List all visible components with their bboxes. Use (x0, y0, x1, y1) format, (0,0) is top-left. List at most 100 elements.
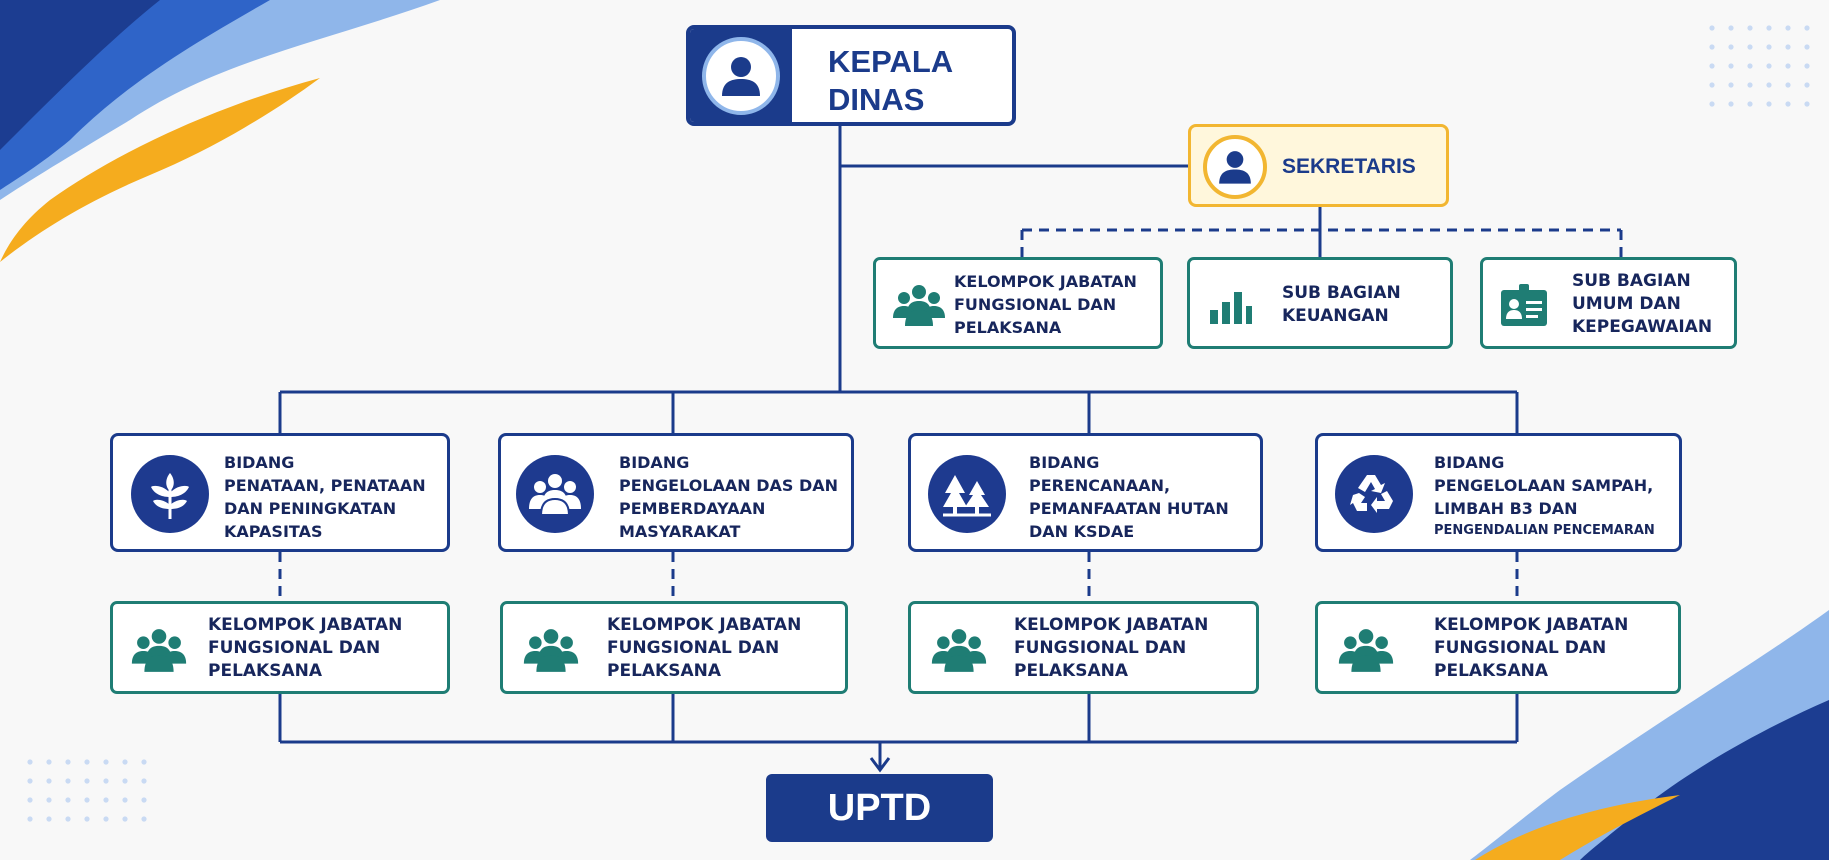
sekretaris-title: SEKRETARIS (1282, 155, 1416, 178)
decor-dot (1709, 63, 1715, 69)
bar-chart-icon (1208, 284, 1254, 326)
decor-dot (1785, 25, 1791, 31)
bidang-box-penataan[interactable]: BIDANG PENATAAN, PENATAAN DAN PENINGKATA… (110, 433, 450, 552)
kelompok-label: KELOMPOK JABATAN FUNGSIONAL DAN PELAKSAN… (1434, 615, 1629, 681)
kelompok-box-3[interactable]: KELOMPOK JABATAN FUNGSIONAL DAN PELAKSAN… (908, 601, 1259, 694)
unit-box-kelompok[interactable]: KELOMPOK JABATAN FUNGSIONAL DAN PELAKSAN… (873, 257, 1163, 349)
unit-label: SUB BAGIAN UMUM DAN KEPEGAWAIAN (1572, 271, 1713, 337)
decor-dot (1728, 63, 1734, 69)
dot-grid-decor-top-right (1709, 25, 1810, 107)
decor-dot (1709, 25, 1715, 31)
decor-dot (1766, 25, 1772, 31)
person-glyph (722, 56, 760, 96)
decor-dot (103, 759, 109, 765)
head-title: KEPALA DINAS (828, 44, 952, 117)
bidang-subtitle-small: PENGENDALIAN PENCEMARAN (1434, 523, 1655, 538)
decor-dot (1747, 101, 1753, 107)
decor-dot (1728, 82, 1734, 88)
group-icon (891, 282, 947, 328)
kelompok-box-4[interactable]: KELOMPOK JABATAN FUNGSIONAL DAN PELAKSAN… (1315, 601, 1681, 694)
decor-dot (1709, 82, 1715, 88)
head-box[interactable]: KEPALA DINAS (686, 25, 1016, 126)
kelompok-label: KELOMPOK JABATAN FUNGSIONAL DAN PELAKSAN… (208, 615, 403, 681)
unit-label: SUB BAGIAN KEUANGAN (1282, 283, 1401, 326)
kelompok-box-2[interactable]: KELOMPOK JABATAN FUNGSIONAL DAN PELAKSAN… (500, 601, 848, 694)
decor-dot (1709, 101, 1715, 107)
decor-dot (46, 778, 52, 784)
decor-dot (27, 778, 33, 784)
decor-dot (141, 778, 147, 784)
head-icon-panel (690, 29, 792, 122)
decor-dot (1766, 44, 1772, 50)
group-icon (521, 626, 581, 674)
bidang-box-das[interactable]: BIDANG PENGELOLAAN DAS DAN PEMBERDAYAAN … (498, 433, 854, 552)
decor-dot (84, 797, 90, 803)
decor-dot (1766, 63, 1772, 69)
decor-dot (103, 816, 109, 822)
decor-dot (122, 759, 128, 765)
unit-box-umum[interactable]: SUB BAGIAN UMUM DAN KEPEGAWAIAN (1480, 257, 1737, 349)
bidang-title: BIDANG (224, 453, 295, 472)
decor-dot (1804, 44, 1810, 50)
decor-dot (1709, 44, 1715, 50)
decor-dot (141, 797, 147, 803)
decor-dot (1747, 82, 1753, 88)
decor-dot (46, 759, 52, 765)
group-icon (129, 626, 189, 674)
kelompok-label: KELOMPOK JABATAN FUNGSIONAL DAN PELAKSAN… (607, 615, 802, 681)
bidang-subtitle: PENGELOLAAN DAS DAN PEMBERDAYAAN MASYARA… (619, 476, 839, 541)
decor-dot (65, 778, 71, 784)
bidang-subtitle: PERENCANAAN, PEMANFAATAN HUTAN DAN KSDAE (1029, 476, 1229, 541)
unit-label: KELOMPOK JABATAN FUNGSIONAL DAN PELAKSAN… (954, 272, 1137, 337)
decor-dot (122, 816, 128, 822)
top-left-wave-decor (0, 0, 440, 262)
decor-dot (65, 797, 71, 803)
kelompok-label: KELOMPOK JABATAN FUNGSIONAL DAN PELAKSAN… (1014, 615, 1209, 681)
unit-box-keuangan[interactable]: SUB BAGIAN KEUANGAN (1187, 257, 1453, 349)
decor-dot (141, 759, 147, 765)
bidang-title: BIDANG (1434, 453, 1505, 472)
decor-dot (84, 778, 90, 784)
decor-dot (103, 778, 109, 784)
person-icon (1203, 135, 1267, 199)
decor-dot (103, 797, 109, 803)
decor-dot (65, 816, 71, 822)
bidang-box-sampah[interactable]: BIDANG PENGELOLAAN SAMPAH, LIMBAH B3 DAN… (1315, 433, 1682, 552)
decor-dot (84, 816, 90, 822)
uptd-box[interactable]: UPTD (766, 774, 993, 842)
kelompok-box-1[interactable]: KELOMPOK JABATAN FUNGSIONAL DAN PELAKSAN… (110, 601, 450, 694)
decor-dot (65, 759, 71, 765)
bidang-title: BIDANG (619, 453, 690, 472)
bidang-box-perencanaan[interactable]: BIDANG PERENCANAAN, PEMANFAATAN HUTAN DA… (908, 433, 1263, 552)
bidang-title: BIDANG (1029, 453, 1100, 472)
decor-dot (27, 759, 33, 765)
decor-dot (1766, 101, 1772, 107)
decor-dot (84, 759, 90, 765)
bidang-subtitle-line-2: LIMBAH B3 DAN (1434, 499, 1578, 518)
decor-dot (1728, 101, 1734, 107)
person-glyph (1219, 151, 1251, 184)
recycle-icon (1335, 455, 1413, 533)
decor-dot (1785, 101, 1791, 107)
decor-dot (27, 797, 33, 803)
person-icon (702, 36, 780, 115)
decor-dot (141, 816, 147, 822)
group-icon (516, 455, 594, 533)
bottom-right-wave-decor (1470, 610, 1829, 860)
decor-dot (1785, 44, 1791, 50)
decor-dot (122, 778, 128, 784)
bidang-subtitle: PENATAAN, PENATAAN DAN PENINGKATAN KAPAS… (224, 476, 426, 541)
decor-dot (1747, 44, 1753, 50)
decor-dot (46, 816, 52, 822)
decor-dot (1728, 25, 1734, 31)
sekretaris-box[interactable]: SEKRETARIS (1188, 124, 1449, 207)
decor-dot (1804, 82, 1810, 88)
plant-icon (131, 455, 209, 533)
decor-dot (1766, 82, 1772, 88)
group-icon (929, 626, 989, 674)
decor-dot (1804, 63, 1810, 69)
group-icon (1336, 626, 1396, 674)
decor-dot (1747, 63, 1753, 69)
decor-dot (1785, 82, 1791, 88)
